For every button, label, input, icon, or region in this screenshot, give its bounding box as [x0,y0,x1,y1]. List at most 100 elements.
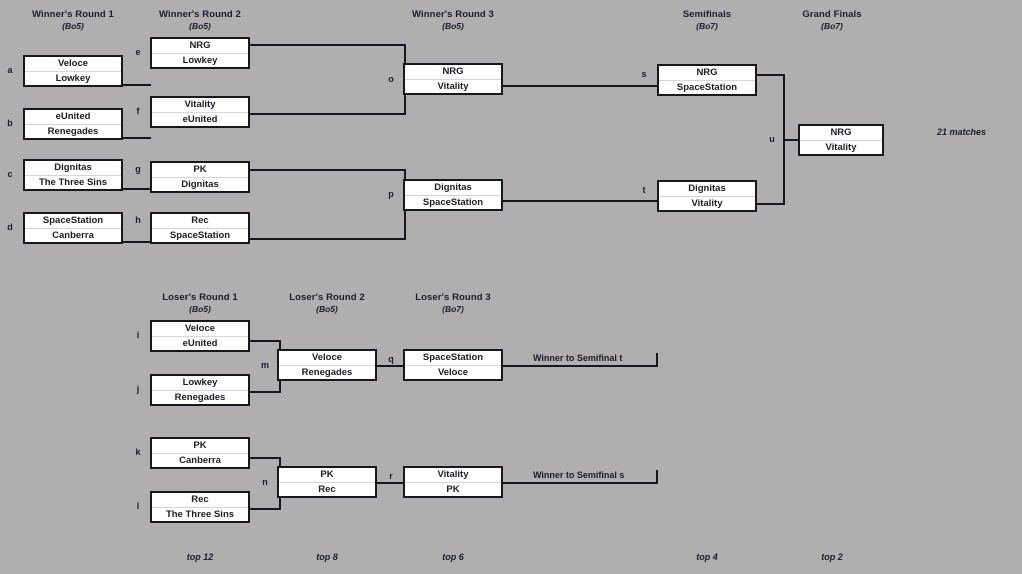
match-slot-bottom: SpaceStation [659,80,755,94]
match-slot-top: Dignitas [25,161,121,176]
match-box-g[interactable]: PK Dignitas [150,161,250,193]
match-box-n[interactable]: PK Rec [277,466,377,498]
connector-u-in [783,139,800,141]
match-label-f: f [136,106,140,116]
match-box-o[interactable]: NRG Vitality [403,63,503,95]
round-heading-format: (Bo5) [442,20,464,31]
connector-s-out [755,74,785,76]
match-label-n: n [262,477,268,487]
advance-note-q: Winner to Semifinal t [533,353,623,363]
placement-label-top-6: top 6 [442,552,464,562]
match-slot-bottom: eUnited [152,112,248,126]
connector-e-out [249,44,406,46]
match-box-t[interactable]: Dignitas Vitality [657,180,757,212]
placement-label-top-4: top 4 [696,552,718,562]
match-slot-bottom: The Three Sins [152,507,248,521]
connector-g-out [249,169,406,171]
round-heading-winners-round-2: Winner's Round 2 (Bo5) [130,9,270,31]
match-box-j[interactable]: Lowkey Renegades [150,374,250,406]
connector-f-out [249,113,406,115]
match-box-p[interactable]: Dignitas SpaceStation [403,179,503,211]
connector-q-advance-line [502,365,658,367]
connector-j-out [249,391,281,393]
connector-r-advance-tick [656,470,658,484]
match-box-l[interactable]: Rec The Three Sins [150,491,250,523]
match-label-k: k [135,447,141,457]
match-box-b[interactable]: eUnited Renegades [23,108,123,140]
match-slot-top: NRG [659,66,755,81]
match-slot-top: Veloce [152,322,248,337]
round-heading-winners-round-3: Winner's Round 3 (Bo5) [383,9,523,31]
match-slot-bottom: Dignitas [152,177,248,191]
match-slot-bottom: SpaceStation [152,228,248,242]
match-slot-top: SpaceStation [25,214,121,229]
round-heading-format: (Bo5) [189,303,211,314]
round-heading-title: Winner's Round 2 [159,9,241,20]
placement-label-top-2: top 2 [821,552,843,562]
match-slot-top: Rec [152,493,248,508]
match-box-k[interactable]: PK Canberra [150,437,250,469]
connector-a-to-e [121,84,151,86]
match-slot-bottom: Renegades [152,390,248,404]
match-slot-bottom: Renegades [25,124,121,138]
connector-b-to-f [121,137,151,139]
match-box-f[interactable]: Vitality eUnited [150,96,250,128]
round-heading-format: (Bo5) [189,20,211,31]
match-slot-top: Vitality [405,468,501,483]
match-label-t: t [642,185,646,195]
round-heading-title: Semifinals [682,9,732,20]
advance-note-r: Winner to Semifinal s [533,470,625,480]
round-heading-format: (Bo7) [442,303,464,314]
match-label-h: h [135,215,141,225]
match-slot-bottom: Lowkey [152,53,248,67]
match-box-a[interactable]: Veloce Lowkey [23,55,123,87]
match-label-a: a [7,65,13,75]
match-slot-bottom: Canberra [25,228,121,242]
match-slot-top: PK [152,163,248,178]
match-slot-bottom: Veloce [405,365,501,379]
round-heading-title: Grand Finals [802,9,862,20]
match-slot-top: PK [152,439,248,454]
match-box-u[interactable]: NRG Vitality [798,124,884,156]
match-label-o: o [388,74,394,84]
match-box-s[interactable]: NRG SpaceStation [657,64,757,96]
match-label-g: g [135,164,141,174]
connector-t-out [755,203,785,205]
round-heading-losers-round-3: Loser's Round 3 (Bo7) [383,292,523,314]
match-box-d[interactable]: SpaceStation Canberra [23,212,123,244]
match-slot-top: NRG [152,39,248,54]
round-heading-title: Loser's Round 2 [289,292,365,303]
match-box-c[interactable]: Dignitas The Three Sins [23,159,123,191]
match-slot-bottom: Canberra [152,453,248,467]
round-heading-title: Loser's Round 1 [162,292,238,303]
match-box-h[interactable]: Rec SpaceStation [150,212,250,244]
connector-i-out [249,340,281,342]
match-box-e[interactable]: NRG Lowkey [150,37,250,69]
match-slot-top: Dignitas [405,181,501,196]
match-slot-top: Vitality [152,98,248,113]
round-heading-winners-round-1: Winner's Round 1 (Bo5) [3,9,143,31]
match-slot-bottom: Vitality [800,140,882,154]
match-label-c: c [7,169,13,179]
match-slot-top: Rec [152,214,248,229]
match-label-p: p [388,189,394,199]
match-box-q[interactable]: SpaceStation Veloce [403,349,503,381]
match-label-b: b [7,118,13,128]
match-box-i[interactable]: Veloce eUnited [150,320,250,352]
round-heading-title: Loser's Round 3 [415,292,491,303]
match-slot-bottom: eUnited [152,336,248,350]
match-label-u: u [769,134,775,144]
match-box-m[interactable]: Veloce Renegades [277,349,377,381]
round-heading-format: (Bo5) [62,20,84,31]
match-label-l: l [136,501,140,511]
connector-q-advance-tick [656,353,658,367]
match-slot-top: NRG [405,65,501,80]
match-label-i: i [136,330,140,340]
match-slot-bottom: Lowkey [25,71,121,85]
match-label-j: j [136,384,140,394]
round-heading-losers-round-1: Loser's Round 1 (Bo5) [130,292,270,314]
match-slot-top: NRG [800,126,882,141]
match-slot-top: Dignitas [659,182,755,197]
match-box-r[interactable]: Vitality PK [403,466,503,498]
